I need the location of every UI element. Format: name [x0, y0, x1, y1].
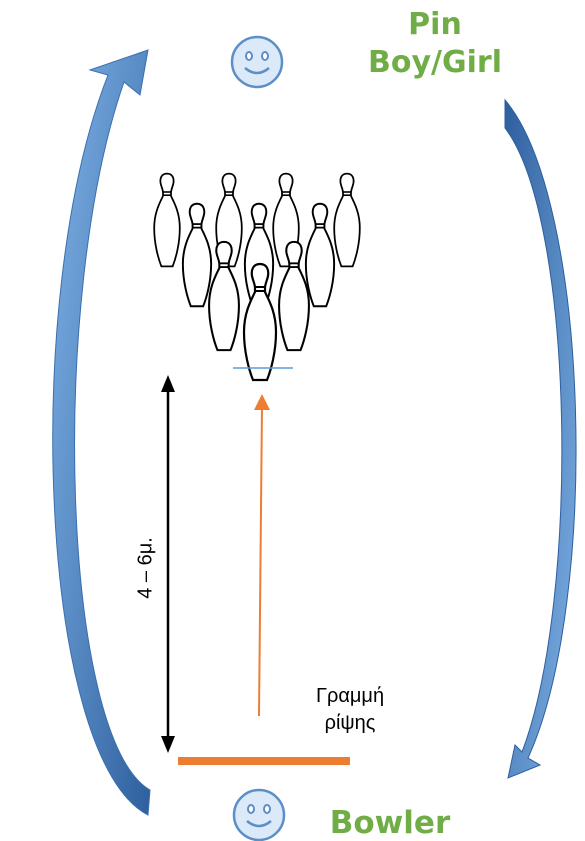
bowling-pins: [153, 172, 361, 382]
bowling-pin: [181, 202, 213, 308]
bowler-label: Bowler: [329, 805, 451, 841]
rotation-arrow-right: [504, 98, 577, 779]
rotation-arrow-left: [52, 49, 151, 816]
ball-path-arrow: [258, 404, 263, 717]
role-label-line: Boy/Girl: [368, 45, 502, 80]
distance-label-text: 4 – 6μ.: [134, 537, 157, 599]
arrowhead: [161, 736, 175, 753]
role-label-line: Pin: [408, 7, 462, 42]
smiley-face-icon: [230, 35, 284, 89]
arrowhead: [161, 375, 175, 392]
arrowhead: [254, 394, 270, 410]
bowling-pin: [304, 202, 336, 308]
throw-line-label-line: ρίψης: [324, 712, 376, 734]
bowling-pin: [333, 172, 361, 268]
throw-line-label-line: Γραμμή: [315, 685, 385, 707]
throw-line-label: Γραμμή ρίψης: [280, 683, 420, 737]
smiley-face-icon: [232, 788, 286, 841]
pin-boy-girl-label: Pin Boy/Girl: [355, 6, 515, 82]
bowling-pin: [153, 172, 181, 268]
